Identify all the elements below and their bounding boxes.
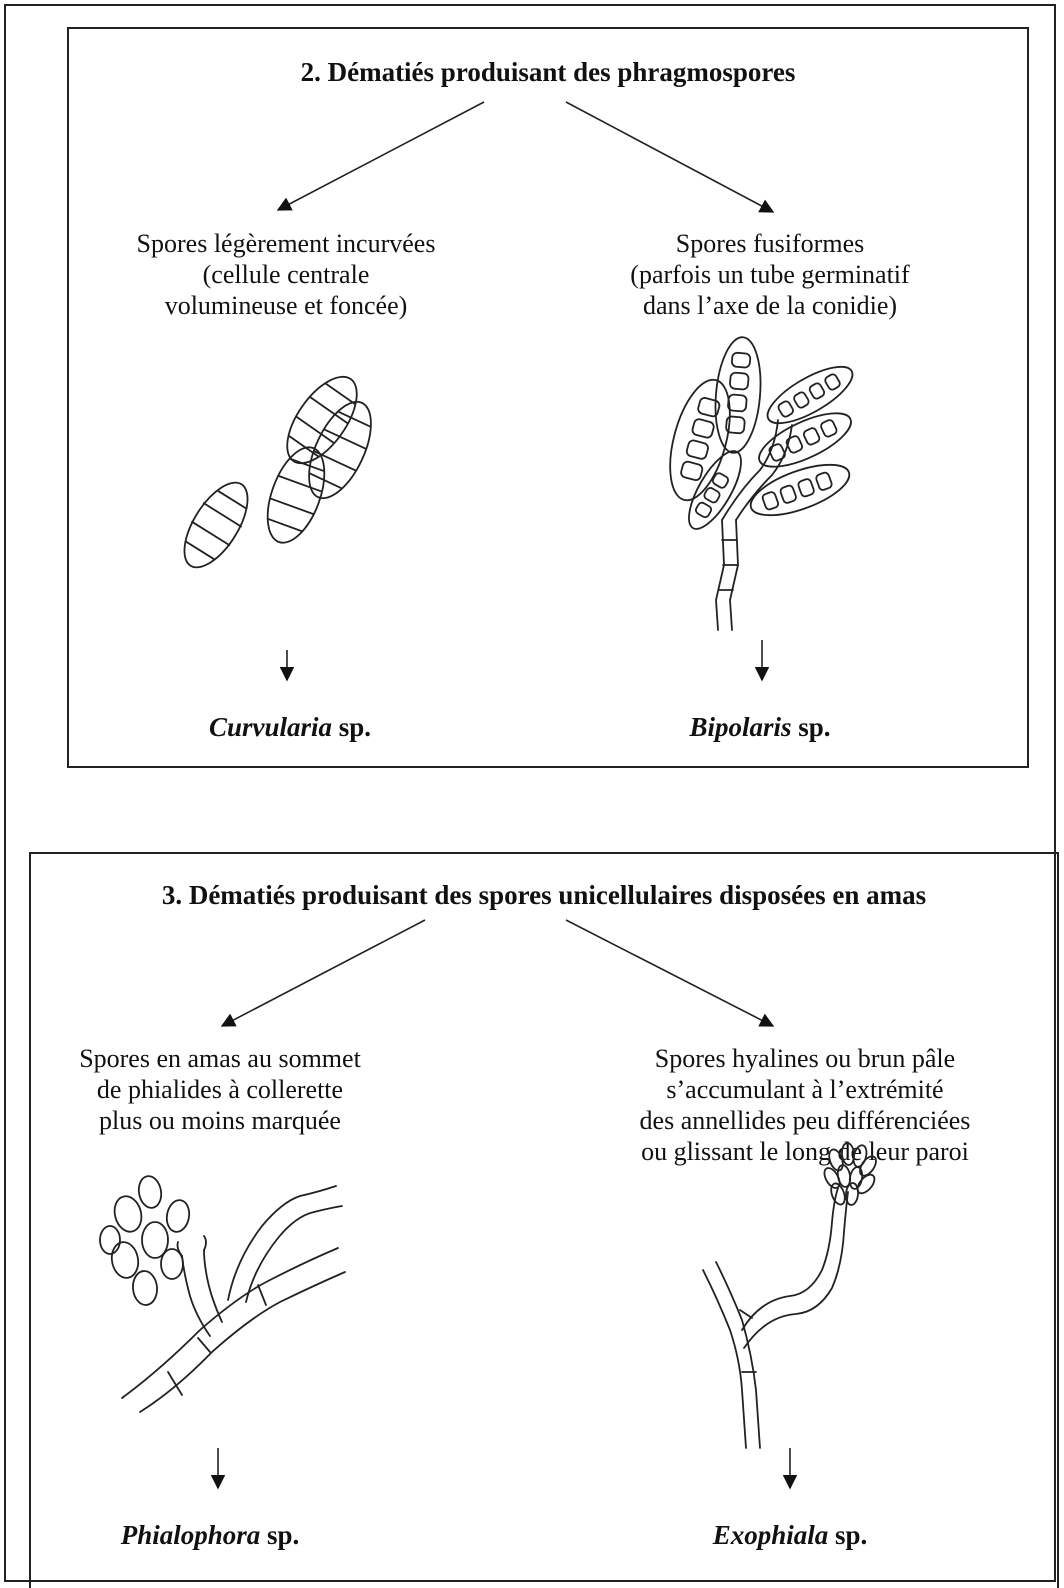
genus-suffix: sp. — [828, 1520, 868, 1550]
genus-phialophora: Phialophora sp. — [60, 1520, 360, 1551]
description-line: plus ou moins marquée — [99, 1106, 341, 1135]
exophiala-description: Spores hyalines ou brun pâle s’accumulan… — [575, 1043, 1035, 1167]
genus-name: Phialophora — [120, 1520, 261, 1550]
genus-curvularia: Curvularia sp. — [140, 712, 440, 743]
bipolaris-description: Spores fusiformes (parfois un tube germi… — [560, 228, 980, 321]
description-line: (cellule centrale — [202, 260, 370, 289]
curvularia-description: Spores légèrement incurvées (cellule cen… — [76, 228, 496, 321]
panel-2-title: 2. Dématiés produisant des phragmospores — [300, 57, 796, 87]
panel-phragmospores — [67, 27, 1029, 768]
curvularia-spores-illustration — [183, 375, 372, 569]
genus-suffix: sp. — [791, 712, 831, 742]
genus-name: Exophiala — [712, 1520, 829, 1550]
description-line: Spores fusiformes — [675, 229, 865, 258]
description-line: volumineuse et foncée) — [164, 291, 408, 320]
description-line: Spores légèrement incurvées — [136, 229, 436, 258]
description-line: Spores hyalines ou brun pâle — [654, 1044, 956, 1073]
description-line: dans l’axe de la conidie) — [642, 291, 898, 320]
page-frame — [4, 4, 1056, 1582]
description-line: ou glissant le long de leur paroi — [641, 1137, 969, 1166]
phialophora-description: Spores en amas au sommet de phialides à … — [30, 1043, 410, 1136]
arrow-icon — [565, 101, 775, 213]
description-line: Spores en amas au sommet — [79, 1044, 361, 1073]
panel-3-title: 3. Dématiés produisant des spores unicel… — [161, 880, 927, 910]
genus-name: Bipolaris — [689, 712, 792, 742]
panel-unicellular-spores — [29, 852, 1059, 1588]
description-line: (parfois un tube germinatif — [630, 260, 910, 289]
genus-suffix: sp. — [332, 712, 372, 742]
genus-name: Curvularia — [208, 712, 332, 742]
bipolaris-illustration — [669, 336, 854, 631]
exophiala-illustration — [702, 1142, 877, 1449]
arrow-icon — [276, 101, 485, 211]
phialophora-illustration — [99, 1175, 346, 1413]
genus-suffix: sp. — [260, 1520, 300, 1550]
arrow-icon — [565, 919, 775, 1027]
description-line: des annellides peu différenciées — [639, 1106, 971, 1135]
genus-bipolaris: Bipolaris sp. — [610, 712, 910, 743]
genus-exophiala: Exophiala sp. — [640, 1520, 940, 1551]
description-line: s’accumulant à l’extrémité — [666, 1075, 944, 1104]
description-line: de phialides à collerette — [96, 1075, 344, 1104]
arrow-icon — [220, 919, 426, 1027]
